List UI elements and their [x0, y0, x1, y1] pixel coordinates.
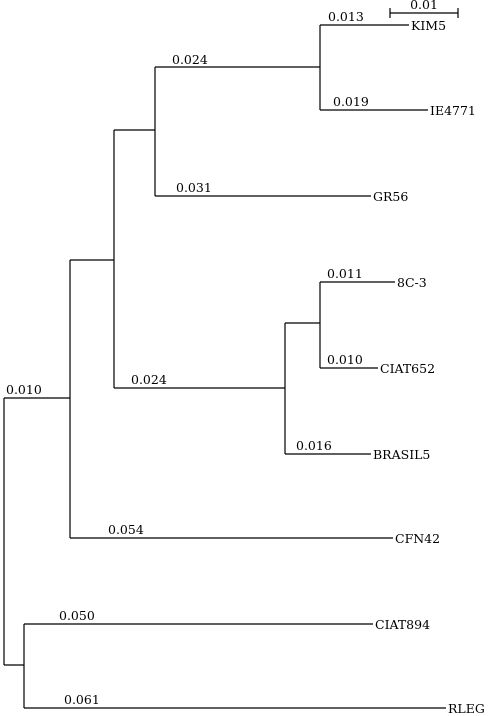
branch-length-cfn42: 0.054 [108, 522, 144, 537]
branch-length-ciat894: 0.050 [59, 608, 95, 623]
taxon-kim5: KIM5 [411, 18, 446, 33]
taxon-ciat894: CIAT894 [375, 617, 430, 632]
branch-length-gr56: 0.031 [176, 180, 212, 195]
branch-length-clade-8c3-brasil5: 0.024 [131, 372, 167, 387]
branch-length-root-upper: 0.010 [6, 382, 42, 397]
taxon-brasil5: BRASIL5 [373, 447, 430, 462]
scale-bar-label: 0.01 [410, 0, 438, 12]
branch-length-kim5-ie4771: 0.024 [172, 52, 208, 67]
taxon-cfn42: CFN42 [395, 531, 440, 546]
taxon-rleg: RLEG [448, 701, 485, 716]
taxon-8c3: 8C-3 [397, 275, 427, 290]
scale-bar: 0.01 [389, 0, 459, 18]
branch-length-8c3: 0.011 [327, 266, 363, 281]
branch-length-brasil5: 0.016 [296, 438, 332, 453]
branch-length-kim5: 0.013 [328, 9, 364, 24]
taxon-gr56: GR56 [373, 189, 408, 204]
taxon-ie4771: IE4771 [430, 103, 476, 118]
branch-length-ciat652: 0.010 [327, 352, 363, 367]
taxon-ciat652: CIAT652 [380, 361, 435, 376]
branch-length-rleg: 0.061 [64, 692, 100, 707]
branch-length-ie4771: 0.019 [333, 94, 369, 109]
